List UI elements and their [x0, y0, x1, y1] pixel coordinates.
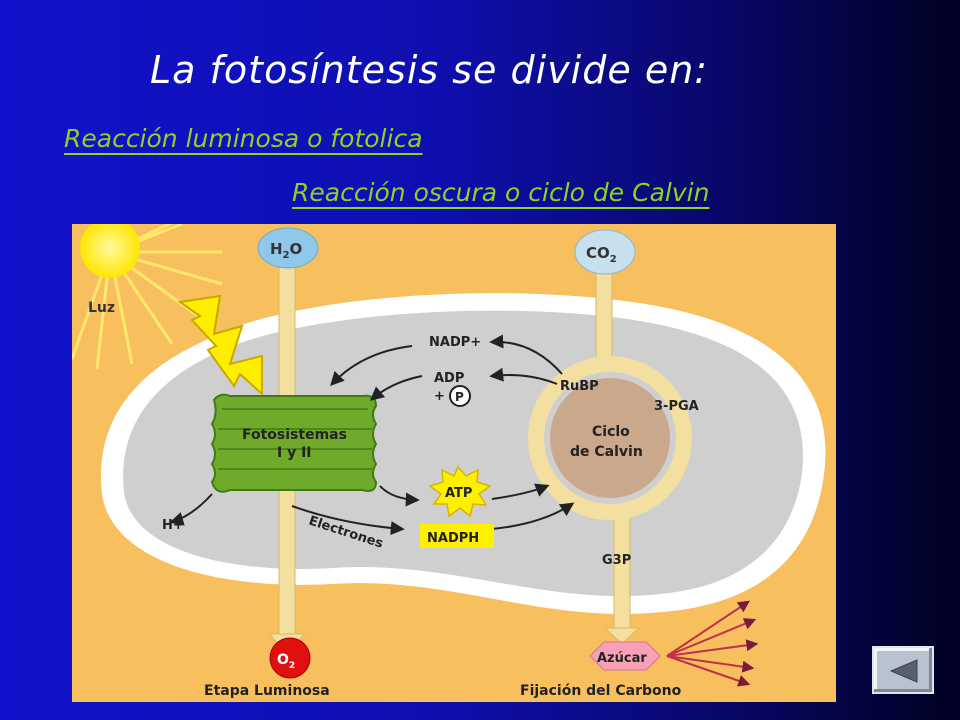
plus-label: + — [434, 389, 445, 404]
photosystems-label-2: I y II — [277, 445, 312, 461]
photosystems-label-1: Fotosistemas — [242, 427, 347, 443]
cycle-arrows — [169, 334, 575, 536]
phosphate-icon: P — [449, 385, 471, 407]
nadph-box: NADPH — [420, 524, 494, 548]
svg-text:H2O: H2O — [270, 240, 302, 261]
rubp-label: RuBP — [560, 379, 599, 394]
nadp-plus-label: NADP+ — [429, 335, 481, 350]
lightning-icon — [177, 294, 263, 397]
sun-icon — [72, 224, 223, 370]
svg-text:Azúcar: Azúcar — [597, 651, 647, 666]
slide-title: La fotosíntesis se divide en: — [150, 48, 709, 92]
svg-text:ATP: ATP — [445, 486, 472, 501]
calvin-label-2: de Calvin — [570, 444, 643, 460]
atp-star: ATP — [428, 465, 492, 518]
h2o-molecule: H2O — [257, 227, 319, 269]
adp-label: ADP — [434, 371, 464, 386]
fijacion-label: Fijación del Carbono — [520, 683, 682, 699]
svg-text:P: P — [455, 390, 464, 404]
back-button[interactable] — [872, 646, 934, 694]
photosystems-block: Fotosistemas I y II — [210, 393, 378, 493]
co2-molecule: CO2 — [574, 229, 636, 275]
etapa-luminosa-label: Etapa Luminosa — [204, 683, 330, 699]
svg-text:CO2: CO2 — [586, 244, 617, 265]
link-reaccion-luminosa[interactable]: Reacción luminosa o fotolica — [64, 124, 423, 153]
sugar-output-arrows — [666, 600, 759, 687]
svg-text:O2: O2 — [277, 652, 295, 671]
calvin-cycle: Ciclo de Calvin — [528, 356, 692, 520]
pga-label: 3-PGA — [654, 399, 699, 414]
svg-text:NADPH: NADPH — [427, 531, 479, 546]
o2-molecule: O2 — [269, 637, 311, 679]
calvin-label-1: Ciclo — [592, 424, 630, 440]
photosynthesis-diagram: Luz H2O CO2 Fotosistemas — [72, 224, 836, 702]
luz-label: Luz — [88, 300, 115, 316]
g3p-label: G3P — [602, 553, 631, 568]
back-triangle-icon — [889, 659, 918, 683]
sugar-hexagon: Azúcar — [589, 641, 661, 671]
link-reaccion-oscura[interactable]: Reacción oscura o ciclo de Calvin — [292, 178, 710, 207]
h-plus-label: H+ — [162, 518, 184, 533]
